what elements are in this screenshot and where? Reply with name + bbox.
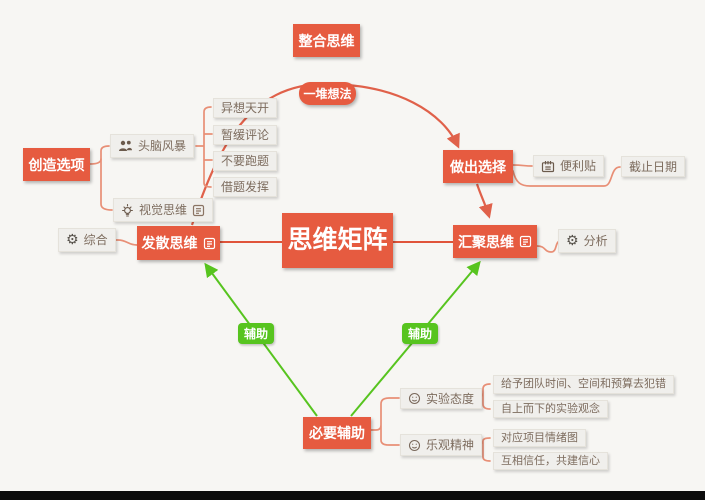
node-label: 头脑风暴 [138,139,187,153]
node-wild-ideas[interactable]: 异想天开 [213,98,278,118]
node-integrate-thinking[interactable]: 整合思维 [293,24,360,57]
node-analyze[interactable]: ⚙ 分析 [558,229,616,253]
node-top-down-experiment[interactable]: 自上而下的实验观念 [493,400,608,418]
node-label: 综合 [83,233,108,247]
gear-icon: ⚙ [66,232,79,248]
node-label: 辅助 [407,326,432,341]
node-visual-thinking[interactable]: 视觉思维 [113,198,214,222]
node-label: 视觉思维 [139,203,188,217]
node-project-emotion-map[interactable]: 对应项目情绪图 [493,429,586,447]
node-central-topic[interactable]: 思维矩阵 [282,213,393,268]
node-label: 整合思维 [298,32,355,49]
assist-label-left[interactable]: 辅助 [238,323,274,344]
node-label: 必要辅助 [309,425,365,441]
note-icon[interactable] [192,204,205,217]
node-label: 暂缓评论 [221,128,270,142]
node-label: 乐观精神 [426,438,475,452]
node-create-options[interactable]: 创造选项 [23,148,90,181]
node-sticky-note[interactable]: 便利贴 [533,155,605,177]
node-convergent-thinking[interactable]: 汇聚思维 [453,225,537,258]
relationship-arrow-choice-converge [475,183,493,219]
node-synthesize[interactable]: ⚙ 综合 [58,228,116,252]
node-label: 汇聚思维 [458,233,514,250]
node-label: 思维矩阵 [287,226,388,254]
node-label: 异想天开 [221,101,270,115]
node-divergent-thinking[interactable]: 发散思维 [137,226,220,260]
node-label: 发散思维 [141,235,198,251]
node-label: 创造选项 [28,156,85,173]
node-label: 自上而下的实验观念 [501,402,600,415]
node-give-team-room[interactable]: 给予团队时间、空间和预算去犯错 [493,375,674,394]
gear-icon: ⚙ [566,233,579,249]
assist-label-right[interactable]: 辅助 [402,323,438,344]
node-deadline[interactable]: 截止日期 [621,156,686,177]
node-experiment-attitude[interactable]: 实验态度 [400,388,483,409]
node-label: 截止日期 [629,159,678,174]
node-necessary-assist[interactable]: 必要辅助 [303,417,371,449]
smiley-icon [408,392,421,405]
node-label: 便利贴 [560,159,597,173]
node-build-on-ideas[interactable]: 借题发挥 [213,177,278,197]
node-label: 借题发挥 [221,180,270,194]
node-label: 一堆想法 [303,86,352,101]
note-icon[interactable] [203,237,216,250]
node-label: 给予团队时间、空间和预算去犯错 [501,378,666,390]
node-label: 做出选择 [450,158,506,175]
node-label: 分析 [583,234,608,248]
branch-connectors [89,106,621,462]
relationship-label-ideas-pile[interactable]: 一堆想法 [299,82,356,105]
node-label: 互相信任，共建信心 [501,454,600,467]
bottom-bar [0,491,705,500]
bulb-icon [121,203,134,218]
node-label: 对应项目情绪图 [501,431,578,444]
sticky-note-icon [541,160,555,173]
node-label: 实验态度 [426,391,475,406]
node-stay-on-topic[interactable]: 不要跑题 [213,151,278,171]
node-defer-judgment[interactable]: 暂缓评论 [213,125,278,145]
note-icon[interactable] [519,235,532,248]
smiley-icon [408,439,421,452]
node-label: 不要跑题 [221,154,270,168]
node-make-choice[interactable]: 做出选择 [443,150,513,183]
node-label: 辅助 [243,326,268,341]
people-icon [118,140,133,152]
node-brainstorm[interactable]: 头脑风暴 [110,134,195,158]
node-mutual-trust[interactable]: 互相信任，共建信心 [493,452,608,470]
node-optimism[interactable]: 乐观精神 [400,434,483,456]
